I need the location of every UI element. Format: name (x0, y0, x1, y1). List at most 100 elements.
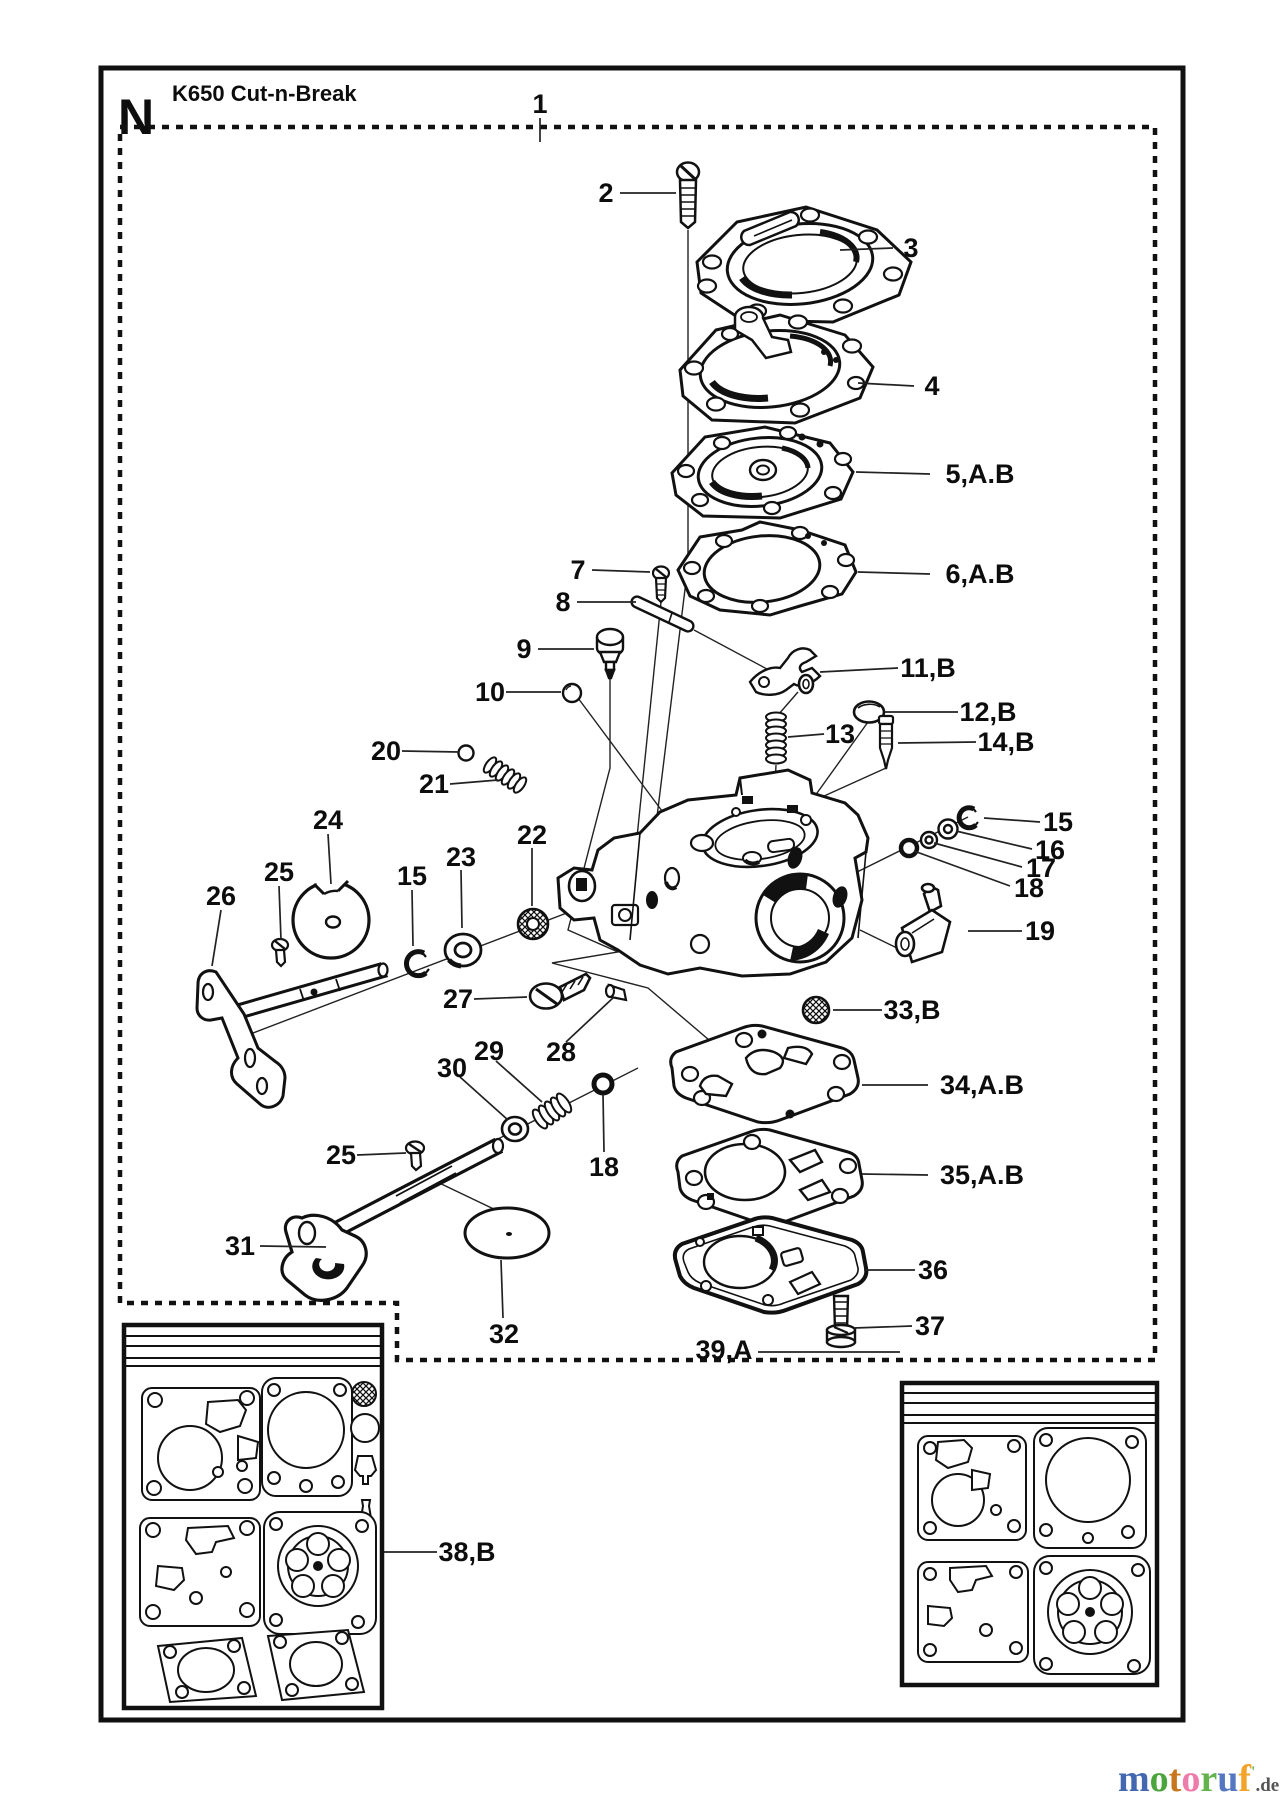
part-label-28: 28 (546, 1037, 576, 1067)
logo-letter: u (1217, 1758, 1239, 1800)
part-29-spring (531, 1092, 573, 1130)
part-label-9: 9 (516, 634, 531, 664)
leader-line-16 (955, 830, 1033, 850)
part-15-eclip-right (956, 805, 979, 831)
part-7-screw (651, 565, 671, 604)
leader-line-29 (495, 1060, 543, 1103)
part-24-cam-disc (291, 874, 371, 960)
part-2-screw (675, 161, 701, 230)
part-label-36: 36 (918, 1255, 948, 1285)
part-37-screw (825, 1294, 857, 1349)
logo-letter: t (1168, 1758, 1182, 1800)
part-10-ball (561, 682, 583, 704)
motoruf-logo-tick: ' (1250, 1764, 1256, 1781)
part-8-lever-pin (630, 595, 695, 633)
part-label-25b: 25 (326, 1140, 356, 1170)
logo-letter: m (1118, 1758, 1150, 1800)
part-label-30: 30 (437, 1053, 467, 1083)
part-label-20: 20 (371, 736, 401, 766)
dashed-assembly-border (117, 124, 1158, 1363)
part-26-choke-lever (195, 962, 389, 1109)
part-21-spring (482, 756, 528, 794)
part-label-10: 10 (475, 677, 505, 707)
part-18-oring-lower (591, 1072, 615, 1096)
part-label-5: 5,A.B (945, 459, 1014, 489)
leader-line-25a (278, 885, 282, 941)
leader-line-7 (591, 569, 651, 573)
motoruf-logo-letters: motoruf (1118, 1758, 1251, 1800)
motoruf-logo: motoruf'.de (1118, 1750, 1280, 1800)
part-carburetor-body (556, 768, 870, 978)
part-12-welch-plug (852, 700, 886, 724)
leader-line-30 (459, 1076, 509, 1121)
part-label-32: 32 (489, 1319, 519, 1349)
part-label-15r: 15 (1043, 807, 1073, 837)
part-28-plug (604, 983, 628, 1002)
part-33-inlet-screen (801, 995, 831, 1025)
leader-line-15r (983, 817, 1041, 823)
leader-line-3 (839, 247, 894, 251)
part-label-23: 23 (446, 842, 476, 872)
part-label-2: 2 (598, 178, 613, 208)
leader-line-20 (401, 750, 460, 753)
logo-letter: o (1181, 1758, 1201, 1800)
leader-line-11 (819, 667, 899, 673)
part-13-spring (765, 711, 787, 765)
part-label-22: 22 (517, 820, 547, 850)
part-15-eclip-left (404, 949, 430, 979)
part-36-pump-plate (672, 1215, 869, 1315)
part-label-25a: 25 (264, 857, 294, 887)
part-25-screw-upper (270, 937, 290, 968)
part-label-19: 19 (1025, 916, 1055, 946)
part-30-washer (500, 1115, 530, 1143)
leader-line-24 (327, 833, 332, 885)
part-label-12: 12,B (959, 697, 1016, 727)
part-label-31: 31 (225, 1231, 255, 1261)
motoruf-logo-suffix: .de (1255, 1775, 1280, 1796)
leader-line-37 (853, 1325, 913, 1329)
part-label-6: 6,A.B (945, 559, 1014, 589)
page-frame (98, 65, 1186, 1723)
part-label-17: 17 (1026, 853, 1056, 883)
part-20-ball (457, 744, 475, 762)
part-label-26: 26 (206, 881, 236, 911)
part-34-diaphragm (669, 1023, 860, 1125)
part-label-18r: 18 (1014, 873, 1044, 903)
leader-line-26 (211, 909, 222, 967)
leader-line-17 (933, 842, 1023, 868)
gasket-kit-39-box (899, 1380, 1160, 1688)
part-31-throttle-lever (280, 1137, 505, 1302)
part-label-7: 7 (570, 555, 585, 585)
part-label-18b: 18 (589, 1152, 619, 1182)
leader-line-21 (449, 779, 499, 785)
part-label-33: 33,B (883, 995, 940, 1025)
part-label-29: 29 (474, 1036, 504, 1066)
leader-line-32 (500, 1259, 504, 1319)
part-label-1: 1 (532, 89, 547, 119)
gasket-kit-38-box (121, 1322, 385, 1711)
part-label-24: 24 (313, 805, 343, 835)
part-9-valve (595, 627, 625, 680)
leader-line-27 (473, 996, 528, 1000)
leader-line-5 (855, 471, 931, 475)
part-32-throttle-plate (463, 1206, 551, 1260)
leader-line-18b (602, 1093, 605, 1153)
part-label-13: 13 (825, 719, 855, 749)
part-label-21: 21 (419, 769, 449, 799)
part-label-37: 37 (915, 1311, 945, 1341)
logo-letter: f (1238, 1758, 1251, 1800)
leader-line-4 (857, 382, 915, 387)
leader-line-28 (565, 996, 615, 1043)
part-label-38: 38,B (438, 1537, 495, 1567)
part-label-14: 14,B (977, 727, 1034, 757)
leader-line-14 (897, 741, 977, 744)
part-3-pump-cover (695, 205, 913, 324)
leader-line-13 (787, 733, 825, 738)
part-label-39: 39,A (695, 1335, 752, 1365)
part-4-pump-diaphragm (678, 305, 875, 425)
leader-line-25b (356, 1152, 407, 1156)
part-35-gasket (675, 1127, 864, 1227)
